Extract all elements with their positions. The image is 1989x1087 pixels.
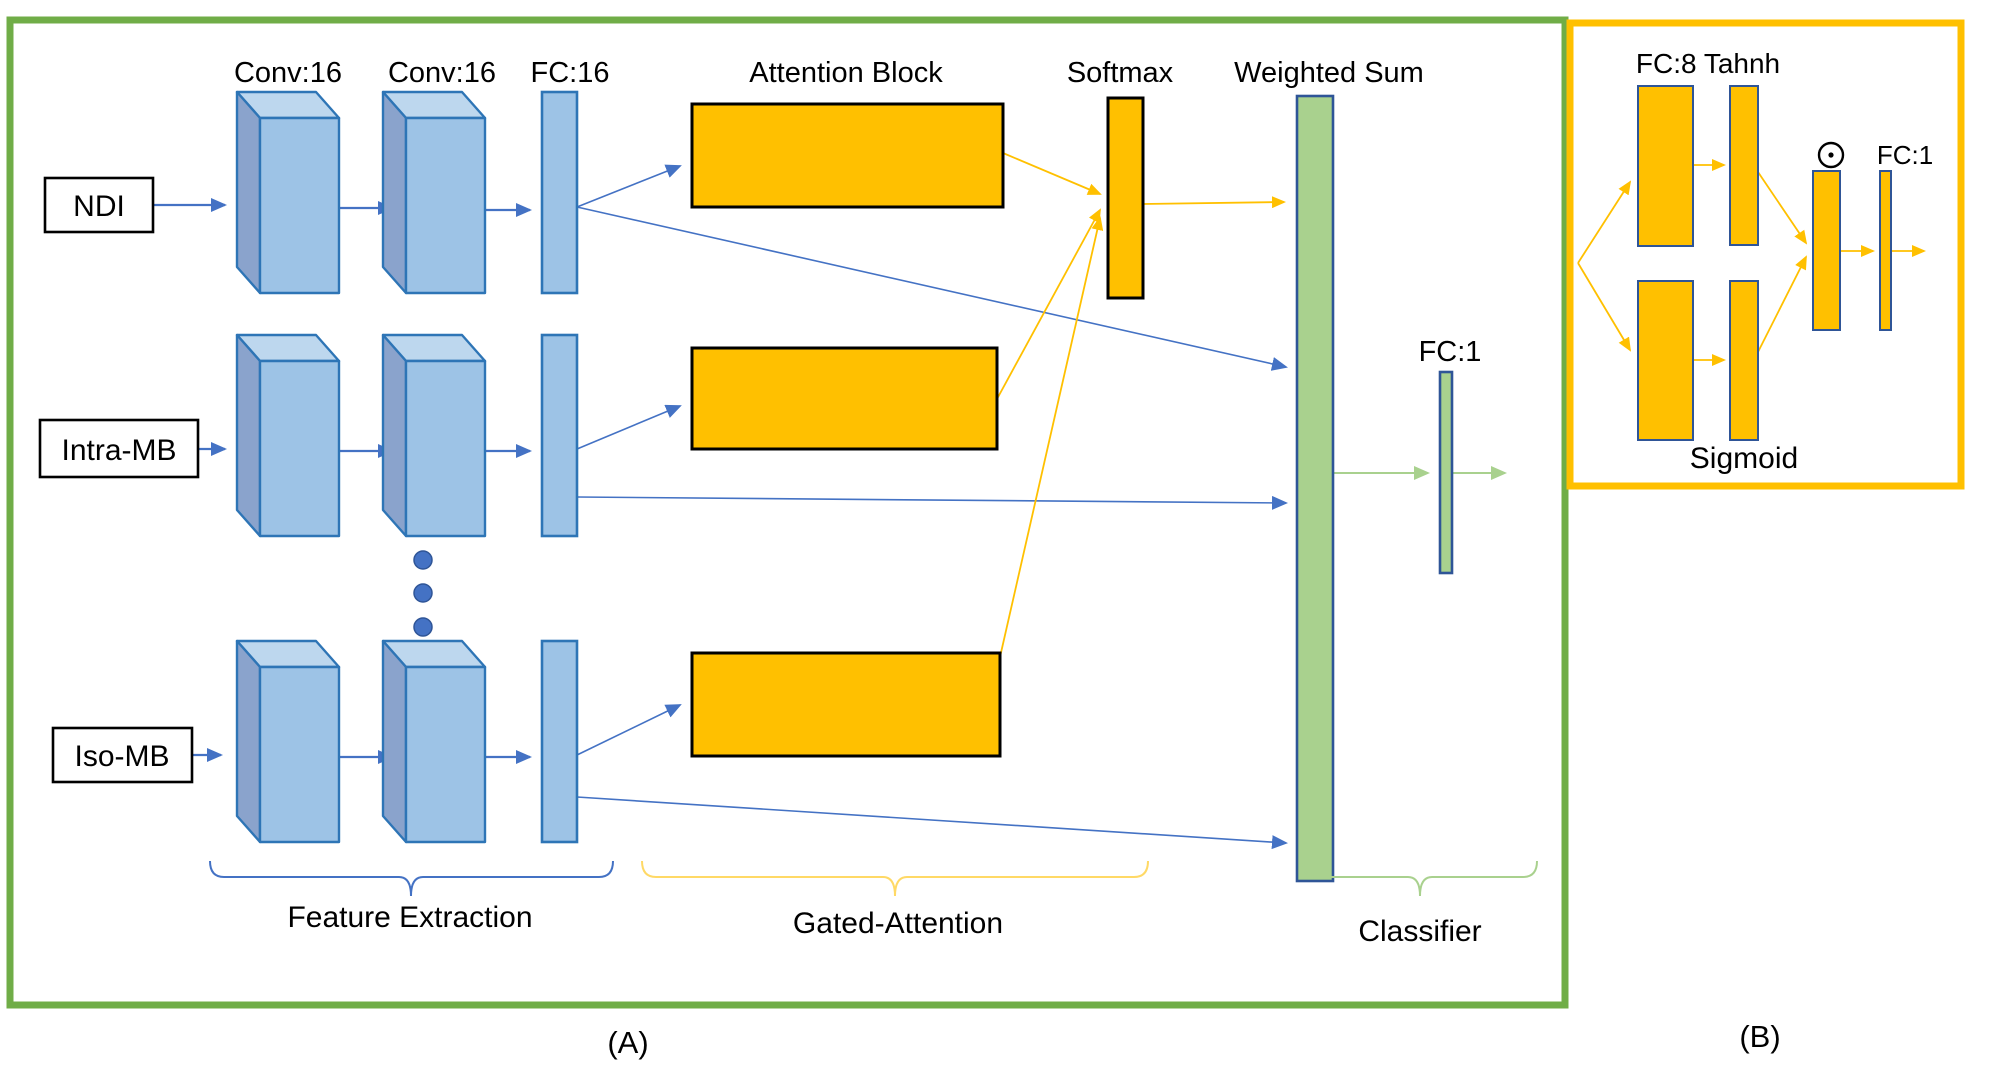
panel-b-labels: FC:8 Tahnh FC:1 Sigmoid (B): [1636, 48, 1933, 1054]
ndi-box: [43, 176, 155, 234]
attention-block-3: [690, 651, 1002, 758]
attention-block-2: [690, 346, 999, 451]
intra-mb-label: Intra-MB: [61, 434, 176, 467]
arrow-fc-to-attention-r1: [576, 164, 682, 208]
fc1-b-label: FC:1: [1877, 140, 1933, 170]
brace-gated-attention: [641, 860, 1149, 897]
input-box-ndi: NDI: [43, 176, 155, 234]
arrow-fc-to-attention-r2: [576, 404, 682, 450]
blue-arrows: [153, 164, 1288, 850]
sigmoid-bar: [1729, 280, 1759, 441]
tanh-bar: [1729, 85, 1759, 246]
brace-feature-extraction: [209, 860, 614, 897]
conv-block-r1c2: [381, 90, 487, 295]
orange-arrows: [996, 152, 1286, 658]
weighted-sum-label: Weighted Sum: [1234, 57, 1424, 89]
panel-a-labels: Conv:16 Conv:16 FC:16 Attention Block So…: [234, 57, 1482, 1060]
fc8-bar-top: [1637, 85, 1694, 247]
fc16-bar-r3: [540, 639, 579, 844]
product-bar: [1812, 170, 1841, 331]
arrow-softmax-to-weighted-sum: [1142, 196, 1286, 209]
fc16-bar-r2: [540, 333, 579, 538]
panel-a-caption: (A): [607, 1025, 648, 1060]
arrow-sigmoid-to-product: [1757, 255, 1807, 353]
fc16-bar-r1: [540, 90, 579, 295]
panel-a-frame: [6, 16, 1569, 1009]
arrow-tanh-to-product: [1757, 171, 1808, 245]
ellipsis-dots: [413, 550, 433, 637]
fc8-tanh-label: FC:8 Tahnh: [1636, 48, 1780, 79]
skip-fc1-to-weighted-sum: [576, 206, 1288, 371]
elementwise-product-icon: [1817, 141, 1845, 169]
conv-block-r1c1: [235, 90, 341, 295]
arrow-attention1-to-softmax: [1002, 152, 1102, 195]
fc1-bar: [1438, 370, 1454, 575]
conv1-label: Conv:16: [234, 57, 342, 89]
weighted-sum-bar: [1295, 94, 1335, 883]
conv-block-r2c2: [381, 333, 487, 538]
attention-block-label: Attention Block: [749, 57, 943, 89]
panel-b-layers: [1637, 85, 1892, 441]
skip-fc3-to-weighted-sum: [576, 796, 1288, 850]
fc1-bar-b: [1879, 170, 1892, 331]
conv-block-r3c2: [381, 639, 487, 844]
arrow-attention3-to-softmax: [999, 216, 1104, 658]
feature-extraction-label: Feature Extraction: [287, 901, 532, 934]
arrow-input-to-fc8-top: [1577, 180, 1632, 264]
iso-mb-label: Iso-MB: [74, 740, 169, 773]
sigmoid-label: Sigmoid: [1690, 442, 1798, 475]
classifier-label: Classifier: [1358, 915, 1481, 948]
panel-b-arrows: [1577, 159, 1926, 366]
skip-fc2-to-weighted-sum: [576, 495, 1288, 510]
fc1-label: FC:1: [1419, 336, 1482, 368]
arrow-input-to-fc8-bottom: [1577, 262, 1632, 352]
fc16-label: FC:16: [531, 57, 610, 89]
iso-mb-box: [51, 726, 194, 784]
conv2-label: Conv:16: [388, 57, 496, 89]
conv-block-r3c1: [235, 639, 341, 844]
panel-b-frame: [1566, 19, 1965, 490]
softmax-bar: [1106, 96, 1145, 300]
panel-b-caption: (B): [1739, 1019, 1780, 1054]
arrow-attention2-to-softmax: [996, 208, 1101, 400]
gated-attention-label: Gated-Attention: [793, 907, 1003, 940]
fc8-bar-bottom: [1637, 280, 1694, 441]
attention-block-1: [690, 102, 1005, 209]
softmax-label: Softmax: [1067, 57, 1174, 89]
arrow-fc-to-attention-r3: [576, 704, 682, 756]
intra-mb-box: [38, 418, 200, 479]
input-box-intra-mb: Intra-MB: [38, 418, 200, 479]
ndi-label: NDI: [73, 190, 125, 223]
brace-classifier: [1302, 860, 1538, 897]
conv-block-r2c1: [235, 333, 341, 538]
input-box-iso-mb: Iso-MB: [51, 726, 194, 784]
